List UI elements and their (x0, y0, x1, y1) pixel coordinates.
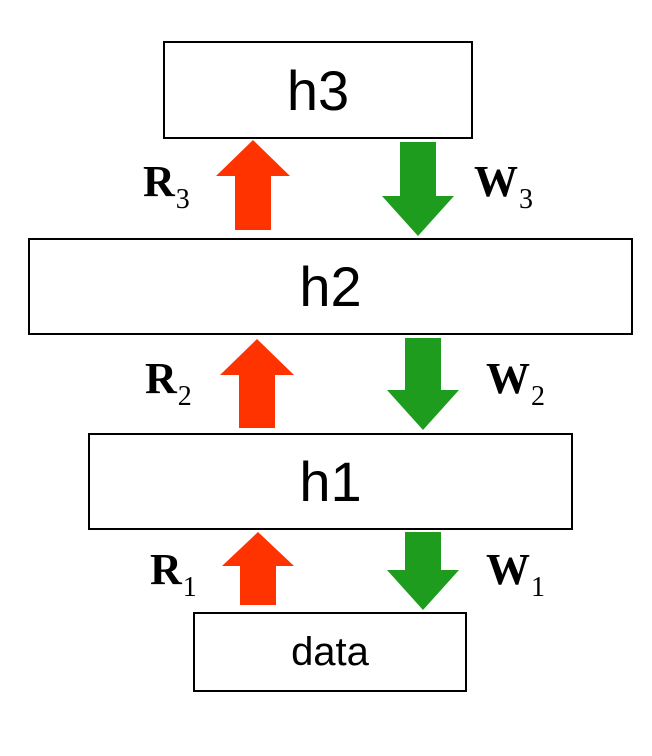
layer-label-h1: h1 (299, 450, 362, 513)
generative-weight-label-w2: W2 (486, 354, 545, 411)
weight-letter: R (150, 545, 182, 594)
layer-box-h1: h1 (88, 433, 573, 530)
generative-arrow-w2 (387, 338, 459, 430)
recognition-arrow-r2 (220, 339, 294, 428)
weight-subscript: 2 (531, 381, 545, 412)
layer-label-h2: h2 (299, 255, 362, 318)
weight-subscript: 3 (175, 184, 190, 215)
weight-letter: W (474, 157, 518, 206)
weight-subscript: 2 (177, 381, 192, 412)
recognition-weight-label-r2: R2 (145, 354, 192, 411)
layer-box-h2: h2 (28, 238, 633, 335)
recognition-weight-label-r3: R3 (143, 157, 190, 214)
weight-subscript: 3 (519, 184, 533, 215)
layer-box-h3: h3 (163, 41, 473, 139)
weight-letter: W (486, 545, 530, 594)
layer-label-data: data (291, 629, 369, 674)
generative-weight-label-w1: W1 (486, 545, 545, 602)
recognition-arrow-r1 (222, 532, 294, 605)
weight-subscript: 1 (531, 572, 545, 603)
layer-label-h3: h3 (286, 58, 350, 122)
weight-letter: R (143, 157, 175, 206)
weight-letter: W (486, 354, 530, 403)
weight-subscript: 1 (182, 572, 197, 603)
recognition-arrow-r3 (216, 140, 290, 230)
weight-letter: R (145, 354, 177, 403)
layer-box-data: data (193, 612, 467, 692)
generative-arrow-w1 (387, 532, 459, 610)
generative-arrow-w3 (382, 142, 454, 236)
recognition-weight-label-r1: R1 (150, 545, 197, 602)
generative-weight-label-w3: W3 (474, 157, 533, 214)
